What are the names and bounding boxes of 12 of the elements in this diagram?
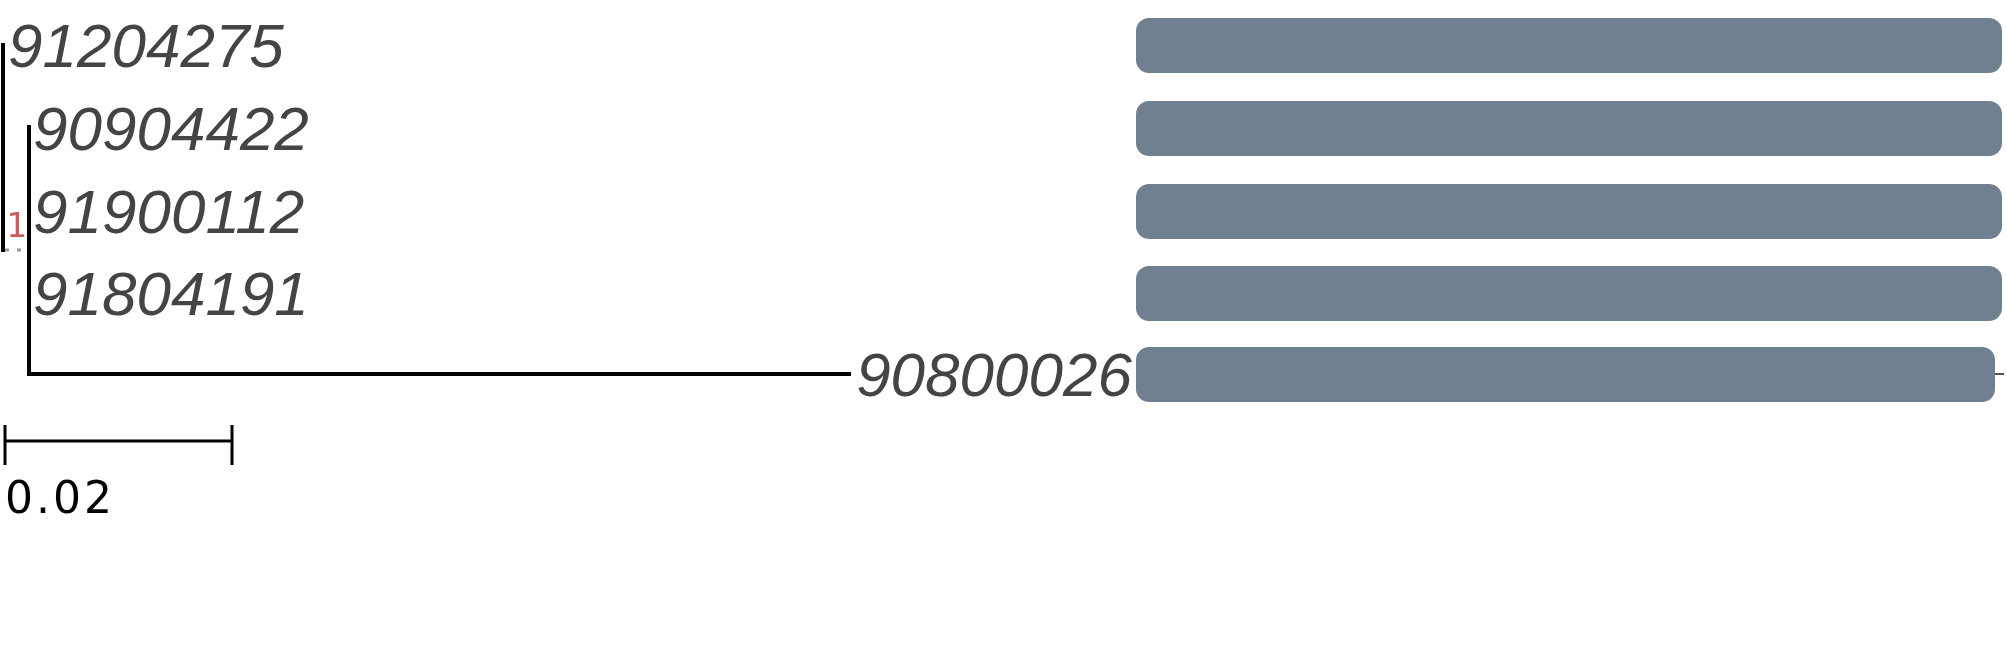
sequence-bar	[1136, 347, 1995, 402]
leaf-label: 90800026	[856, 344, 1132, 406]
sequence-bar	[1136, 266, 2002, 321]
sequence-bar	[1136, 101, 2002, 156]
leaf-label: 90904422	[33, 98, 309, 160]
bootstrap-value: 1	[6, 208, 27, 242]
leaf-label: 91900112	[33, 181, 305, 243]
sequence-bar	[1136, 184, 2002, 239]
leaf-label: 91804191	[33, 263, 309, 325]
scale-label: 0.02	[5, 476, 115, 520]
leaf-label: 91204275	[8, 15, 284, 77]
sequence-bar	[1136, 18, 2002, 73]
